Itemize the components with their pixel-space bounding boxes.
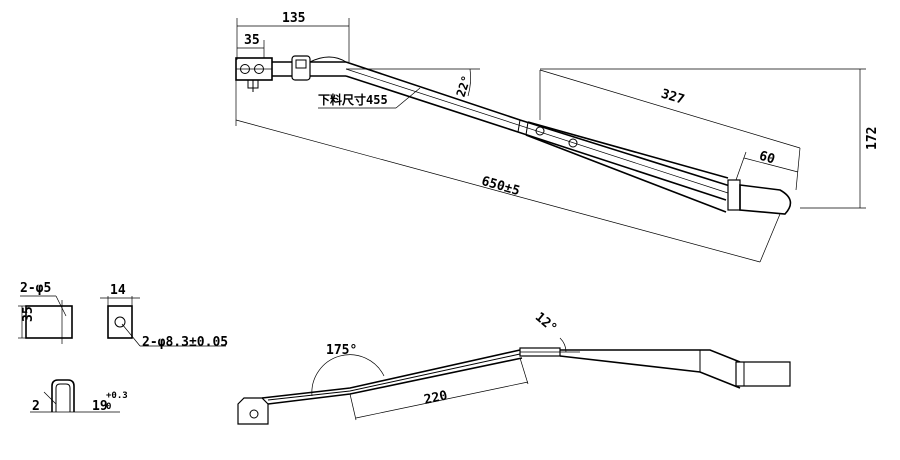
arm-end-hook (739, 184, 792, 215)
dim-135: 135 (282, 11, 305, 26)
tol-lower: 0 (106, 402, 111, 412)
side-mount (237, 397, 269, 425)
dim-14: 14 (110, 283, 126, 298)
hole-2phi5: 2-φ5 (20, 281, 51, 296)
rivet-2 (568, 138, 578, 148)
dim-35-vert: 35 (21, 306, 36, 322)
angle-22: 22° (454, 74, 474, 99)
angle-12: 12° (532, 310, 560, 337)
angle-175: 175° (326, 343, 357, 358)
top-view-arm (235, 55, 792, 215)
dim-35: 35 (244, 33, 260, 48)
tol-upper: +0.3 (106, 391, 128, 401)
dim-650: 650±5 (480, 174, 522, 199)
dim-19: 19 (92, 399, 108, 414)
top-view-dimensions: 135 35 下料尺寸455 22° 327 60 650±5 172 (235, 11, 880, 263)
detail-views: 35 2-φ5 14 2-φ8.3±0.05 2 19 +0.3 0 (18, 281, 228, 414)
angle-arc-175 (311, 354, 385, 397)
dim-327: 327 (659, 87, 686, 108)
hole-2phi83: 2-φ8.3±0.05 (142, 335, 228, 350)
dim-220: 220 (423, 388, 449, 408)
side-view-dimensions: 175° 12° 220 (311, 310, 580, 421)
dim-2: 2 (32, 399, 40, 414)
detail-plate-2 (107, 305, 133, 339)
u-profile (51, 379, 75, 412)
side-view-arm (237, 347, 791, 425)
side-end-block (735, 361, 791, 387)
dim-60: 60 (757, 149, 777, 168)
side-arm-upper (261, 349, 521, 399)
dim-172: 172 (865, 127, 880, 150)
rivet-1 (535, 126, 545, 136)
cut-size-note: 下料尺寸455 (318, 92, 388, 107)
detail-plate-1 (25, 305, 73, 339)
side-mount-hole (249, 409, 259, 419)
